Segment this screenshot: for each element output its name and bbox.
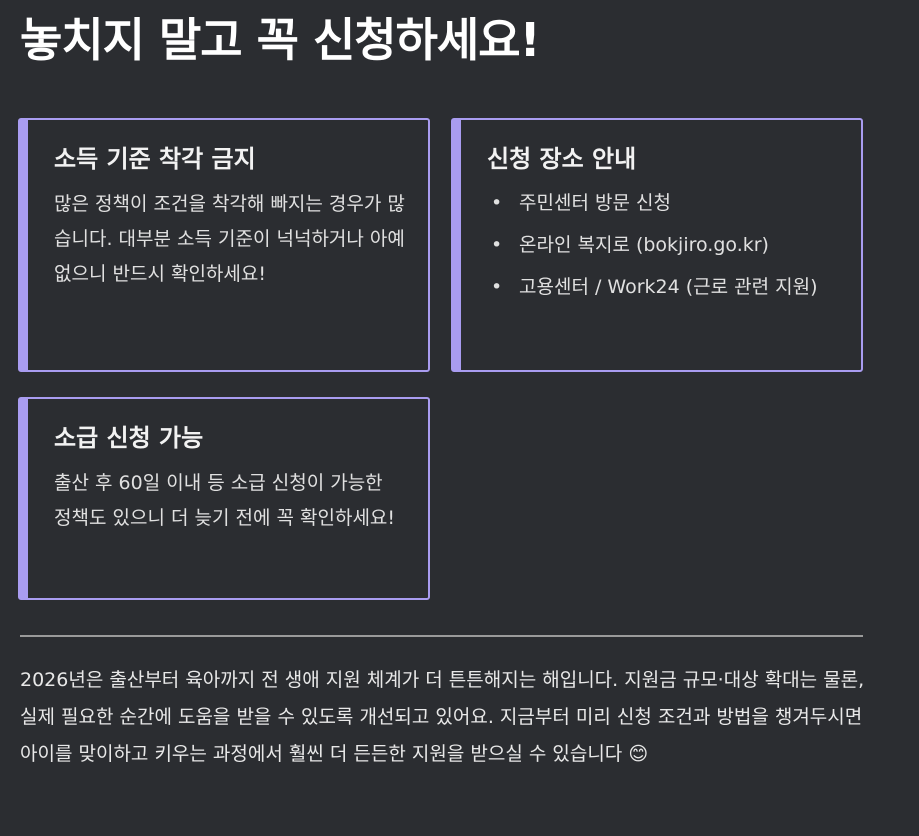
card-body: 많은 정책이 조건을 착각해 빠지는 경우가 많습니다. 대부분 소득 기준이 … xyxy=(54,193,405,286)
list-item: 고용센터 / Work24 (근로 관련 지원) xyxy=(491,271,839,303)
section-divider xyxy=(20,635,863,637)
card-income-criteria: 소득 기준 착각 금지 많은 정책이 조건을 착각해 빠지는 경우가 많습니다.… xyxy=(18,118,430,372)
place-list: 주민센터 방문 신청 온라인 복지로 (bokjiro.go.kr) 고용센터 … xyxy=(487,187,839,303)
card-title: 소득 기준 착각 금지 xyxy=(54,145,256,173)
summary-paragraph: 2026년은 출산부터 육아까지 전 생애 지원 체계가 더 튼튼해지는 해입니… xyxy=(20,669,865,765)
card-body: 출산 후 60일 이내 등 소급 신청이 가능한 정책도 있으니 더 늦기 전에… xyxy=(54,472,396,530)
list-item: 온라인 복지로 (bokjiro.go.kr) xyxy=(491,229,839,261)
card-title: 소급 신청 가능 xyxy=(54,424,204,452)
page-title: 놓치지 말고 꼭 신청하세요! xyxy=(20,13,541,67)
card-application-place: 신청 장소 안내 주민센터 방문 신청 온라인 복지로 (bokjiro.go.… xyxy=(451,118,863,372)
list-item: 주민센터 방문 신청 xyxy=(491,187,839,219)
card-title: 신청 장소 안내 xyxy=(487,145,637,173)
card-retroactive-application: 소급 신청 가능 출산 후 60일 이내 등 소급 신청이 가능한 정책도 있으… xyxy=(18,397,430,600)
